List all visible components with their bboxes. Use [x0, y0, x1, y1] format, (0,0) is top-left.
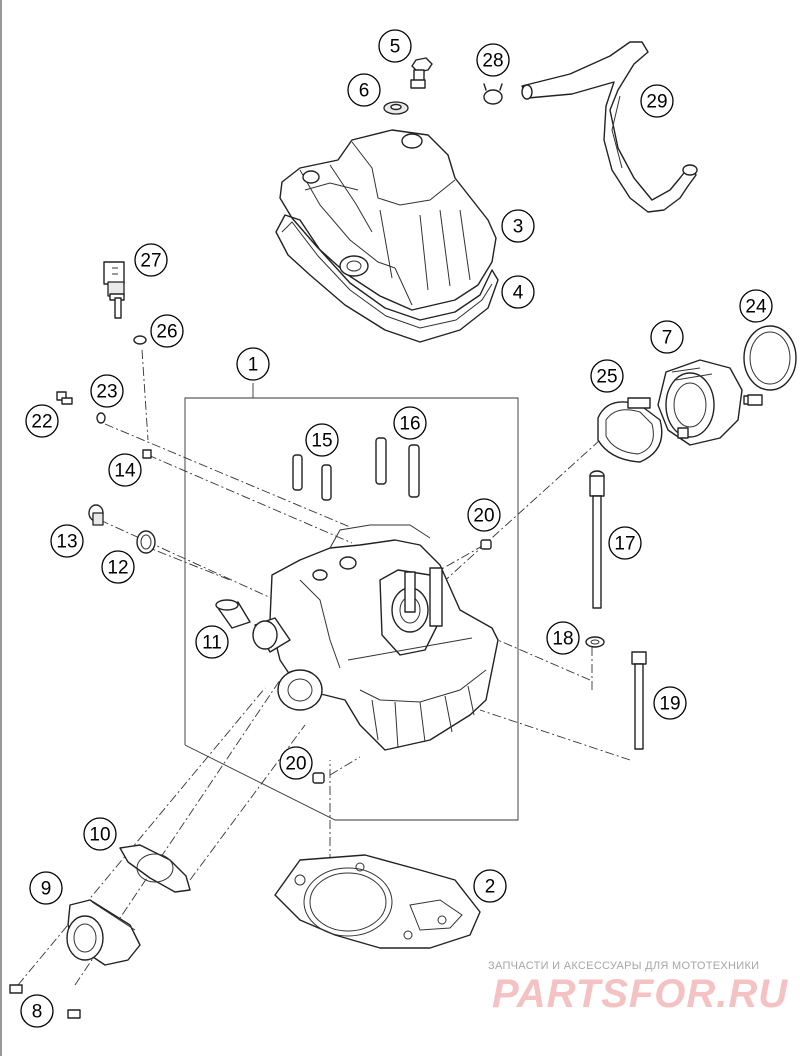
bolt-5: [410, 57, 433, 89]
part-label-27: 27: [134, 243, 168, 277]
part-label-5: 5: [378, 29, 412, 63]
part-label-25: 25: [590, 359, 624, 393]
part-label-28: 28: [476, 43, 510, 77]
svg-text:16: 16: [399, 414, 420, 435]
part-label-4: 4: [501, 275, 535, 309]
svg-text:18: 18: [552, 629, 573, 650]
part-label-26: 26: [150, 314, 184, 348]
part-label-6: 6: [347, 73, 381, 107]
svg-text:17: 17: [614, 534, 635, 555]
seal-ring-12: [136, 530, 156, 554]
svg-text:8: 8: [32, 1002, 43, 1023]
dowel-20-upper: [480, 539, 492, 550]
part-label-19: 19: [653, 686, 687, 720]
svg-text:7: 7: [662, 328, 673, 349]
part-label-12: 12: [101, 550, 135, 584]
svg-text:24: 24: [745, 297, 767, 318]
part-label-23: 23: [90, 374, 124, 408]
plug-14: [142, 449, 152, 459]
svg-text:6: 6: [359, 81, 370, 102]
part-label-1: 1: [236, 347, 270, 381]
part-label-10: 10: [83, 817, 117, 851]
part-label-16: 16: [393, 406, 427, 440]
part-label-17: 17: [608, 526, 642, 560]
svg-text:4: 4: [513, 283, 524, 304]
valve-guides-16: [375, 437, 420, 498]
part-label-20-lower: 20: [279, 746, 313, 780]
part-label-11: 11: [195, 625, 229, 659]
clamp-28: [483, 83, 503, 105]
svg-text:10: 10: [89, 825, 110, 846]
part-label-8: 8: [20, 994, 54, 1028]
svg-text:13: 13: [56, 532, 77, 553]
svg-text:2: 2: [485, 877, 496, 898]
part-label-22: 22: [25, 404, 59, 438]
valve-cover: [279, 129, 497, 311]
watermark-caption: ЗАПЧАСТИ И АКСЕССУАРЫ ДЛЯ МОТОТЕХНИКИ: [488, 960, 760, 972]
svg-text:23: 23: [96, 382, 117, 403]
svg-text:5: 5: [390, 37, 401, 58]
part-label-13: 13: [50, 524, 84, 558]
svg-text:11: 11: [202, 633, 222, 654]
part-label-7: 7: [650, 320, 684, 354]
svg-text:14: 14: [114, 461, 136, 482]
svg-text:19: 19: [659, 694, 680, 715]
svg-text:1: 1: [248, 355, 259, 376]
temperature-sensor: [103, 261, 125, 319]
part-label-3: 3: [501, 209, 535, 243]
washer-26: [133, 335, 147, 345]
valve-cover-gasket: [275, 214, 499, 343]
svg-text:25: 25: [596, 367, 617, 388]
svg-text:20: 20: [285, 754, 306, 775]
intake-flange: [657, 359, 755, 446]
svg-text:28: 28: [482, 51, 503, 72]
svg-text:27: 27: [140, 251, 161, 272]
part-label-14: 14: [108, 453, 142, 487]
part-label-9: 9: [29, 871, 63, 905]
svg-text:29: 29: [646, 92, 667, 113]
part-label-2: 2: [473, 869, 507, 903]
screw-plug-13: [88, 504, 104, 526]
breather-hose: [521, 41, 698, 213]
screws-8: [9, 984, 81, 1019]
svg-text:15: 15: [311, 431, 332, 452]
head-gasket: [274, 854, 481, 949]
intake-adapter-9: [66, 899, 141, 966]
flange-gasket-10: [119, 844, 191, 893]
assembly-bracket-1: [184, 383, 519, 821]
plug-23: [96, 412, 106, 424]
part-label-29: 29: [640, 84, 674, 118]
bolt-19: [631, 651, 647, 750]
svg-text:9: 9: [41, 879, 52, 900]
washer-6: [383, 101, 409, 115]
hose-clamp-24: [743, 325, 797, 406]
part-label-18: 18: [546, 621, 580, 655]
svg-text:26: 26: [156, 322, 177, 343]
svg-text:22: 22: [31, 412, 52, 433]
part-label-20-upper: 20: [467, 498, 501, 532]
svg-text:3: 3: [513, 217, 524, 238]
svg-text:12: 12: [107, 558, 128, 579]
part-label-24: 24: [739, 289, 773, 323]
valve-guides-15: [292, 454, 332, 501]
washer-18: [585, 636, 605, 648]
cylinder-head: [252, 524, 499, 751]
svg-text:20: 20: [473, 506, 494, 527]
plug-22: [56, 391, 73, 405]
hose-clamp-25: [597, 397, 663, 463]
sleeve-11: [215, 599, 251, 629]
part-label-15: 15: [305, 423, 339, 457]
dowel-20-lower: [312, 772, 325, 784]
watermark-logo: PARTSFOR.RU: [492, 972, 789, 1016]
bolt-17: [589, 470, 605, 609]
